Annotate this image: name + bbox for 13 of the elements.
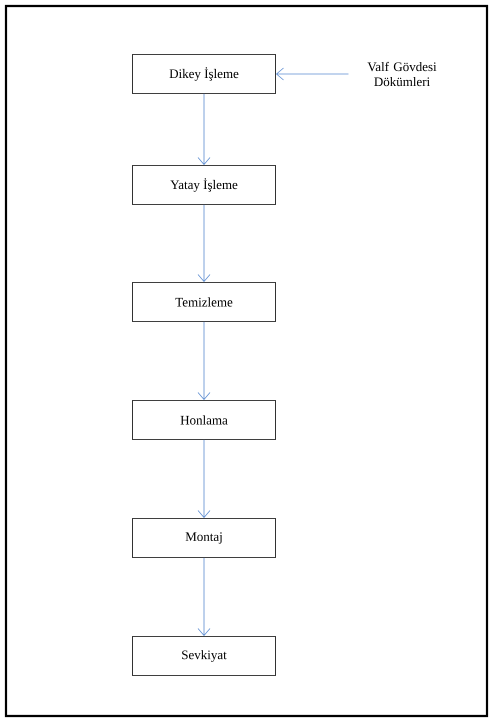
arrow — [198, 204, 210, 282]
process-box: Yatay İşleme — [132, 165, 276, 205]
process-box: Honlama — [132, 400, 276, 440]
process-box: Temizleme — [132, 282, 276, 322]
arrow — [276, 68, 349, 80]
process-box: Montaj — [132, 518, 276, 558]
arrow — [198, 558, 210, 636]
arrow — [198, 322, 210, 400]
process-box: Dikey İşleme — [132, 54, 276, 94]
arrow — [198, 94, 210, 166]
arrow — [198, 440, 210, 518]
process-box: Sevkiyat — [132, 636, 276, 676]
input-label: Valf Gövdesi Dökümleri — [367, 62, 436, 86]
